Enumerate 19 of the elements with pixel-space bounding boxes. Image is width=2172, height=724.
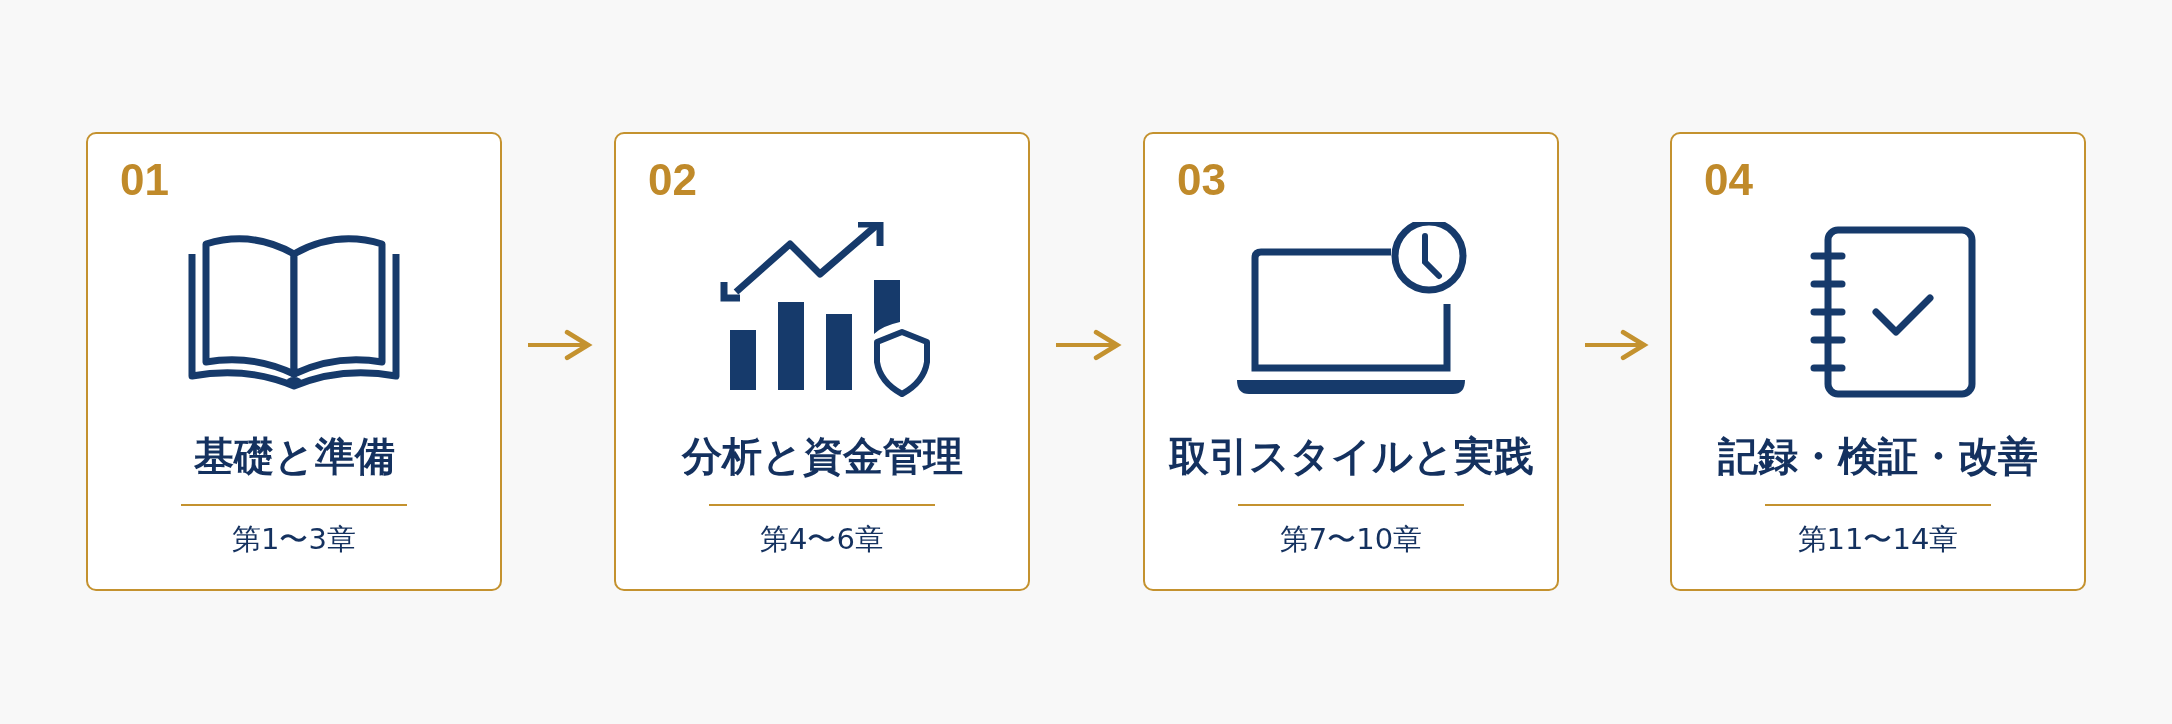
arrow <box>1585 329 1647 361</box>
step-title: 記録・検証・改善 <box>1717 432 2039 480</box>
step-card <box>1143 132 1559 591</box>
step-card <box>614 132 1030 591</box>
arrow <box>1056 329 1120 361</box>
arrow <box>528 329 591 361</box>
step-number: 02 <box>648 156 697 205</box>
step-title: 分析と資金管理 <box>680 432 964 480</box>
chapter-range: 第4〜6章 <box>759 522 885 557</box>
step-number: 04 <box>1704 156 1753 205</box>
step-title: 基礎と準備 <box>192 432 396 480</box>
chapter-range: 第7〜10章 <box>1278 522 1424 557</box>
step-title: 取引スタイルと実践 <box>1167 432 1535 480</box>
step-card <box>86 132 502 591</box>
step-number: 01 <box>120 156 169 205</box>
chapter-range: 第11〜14章 <box>1796 522 1960 557</box>
step-number: 03 <box>1177 156 1226 205</box>
chapter-range: 第1〜3章 <box>231 522 357 557</box>
step-card <box>1670 132 2086 591</box>
